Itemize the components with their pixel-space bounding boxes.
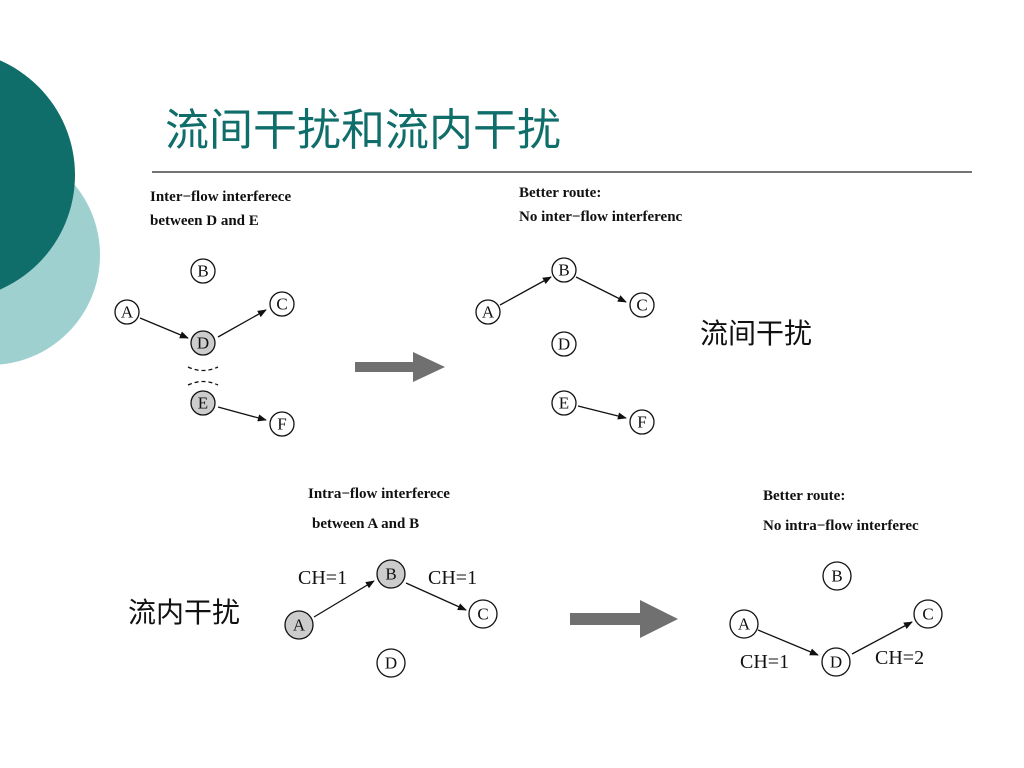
svg-text:A: A: [482, 303, 495, 322]
svg-text:F: F: [637, 413, 646, 432]
intra-flow-before: Intra−flow interferece between A and B C…: [284, 486, 498, 678]
inter-before-caption-2: between D and E: [150, 213, 259, 229]
svg-text:C: C: [276, 295, 287, 314]
node-d: D: [376, 648, 406, 678]
node-a: A: [114, 299, 140, 325]
node-e: E: [551, 390, 577, 416]
inter-after-caption-2: No inter−flow interferenc: [519, 209, 683, 225]
node-a: A: [729, 609, 759, 639]
ch-label-dc: CH=2: [875, 647, 924, 669]
svg-text:E: E: [559, 394, 569, 413]
svg-text:B: B: [558, 261, 569, 280]
svg-text:C: C: [922, 605, 933, 624]
node-a-highlighted: A: [284, 610, 314, 640]
svg-text:B: B: [385, 565, 396, 584]
intra-flow-after: Better route: No intra−flow interferec C…: [729, 488, 943, 677]
svg-text:A: A: [738, 615, 751, 634]
decorative-circles: [0, 60, 100, 365]
node-a: A: [475, 299, 501, 325]
svg-text:D: D: [830, 653, 842, 672]
svg-text:C: C: [636, 296, 647, 315]
node-b-highlighted: B: [376, 559, 406, 589]
svg-text:F: F: [277, 415, 286, 434]
node-c: C: [629, 292, 655, 318]
intra-after-caption-1: Better route:: [763, 488, 845, 504]
transition-arrow-intra: [570, 600, 678, 638]
intra-after-caption-2: No intra−flow interferec: [763, 518, 919, 534]
ch-label-bc: CH=1: [428, 567, 477, 589]
intra-before-caption-1: Intra−flow interferece: [308, 486, 450, 502]
intra-before-caption-2: between A and B: [312, 516, 419, 532]
edge-b-c: [575, 276, 627, 303]
node-c: C: [913, 599, 943, 629]
edge-a-d: [757, 629, 819, 656]
ch-label-ad: CH=1: [740, 651, 789, 673]
node-b: B: [822, 561, 852, 591]
ch-label-ab: CH=1: [298, 567, 347, 589]
edge-a-d: [139, 317, 189, 339]
inter-flow-side-label: 流间干扰: [700, 317, 812, 350]
node-b: B: [551, 257, 577, 283]
edge-a-b: [499, 276, 552, 306]
svg-text:E: E: [198, 394, 208, 413]
node-c: C: [468, 599, 498, 629]
slide-title: 流间干扰和流内干扰: [165, 105, 561, 156]
node-b: B: [190, 258, 216, 284]
svg-text:A: A: [121, 303, 134, 322]
inter-flow-before: Inter−flow interferece between D and E B…: [114, 189, 295, 437]
decor-circle-dark: [0, 60, 75, 290]
svg-text:B: B: [831, 567, 842, 586]
svg-text:D: D: [385, 654, 397, 673]
node-d-highlighted: D: [190, 330, 216, 356]
svg-text:C: C: [477, 605, 488, 624]
intra-flow-side-label: 流内干扰: [128, 596, 240, 629]
inter-after-caption-1: Better route:: [519, 185, 601, 201]
svg-text:A: A: [293, 616, 306, 635]
node-f: F: [269, 411, 295, 437]
edge-e-f: [577, 405, 627, 420]
node-d: D: [821, 647, 851, 677]
svg-text:D: D: [558, 335, 570, 354]
inter-flow-after: Better route: No inter−flow interferenc …: [475, 185, 683, 435]
transition-arrow-inter: [355, 352, 445, 382]
interference-mark: [187, 366, 219, 386]
node-c: C: [269, 291, 295, 317]
edge-d-c: [217, 309, 267, 338]
edge-d-c: [851, 621, 913, 655]
edge-b-c: [405, 582, 467, 611]
svg-text:D: D: [197, 334, 209, 353]
node-f: F: [629, 409, 655, 435]
edge-e-f: [217, 406, 267, 422]
inter-before-caption-1: Inter−flow interferece: [150, 189, 291, 205]
svg-text:B: B: [197, 262, 208, 281]
edge-a-b: [313, 580, 375, 618]
node-e-highlighted: E: [190, 390, 216, 416]
node-d: D: [551, 331, 577, 357]
